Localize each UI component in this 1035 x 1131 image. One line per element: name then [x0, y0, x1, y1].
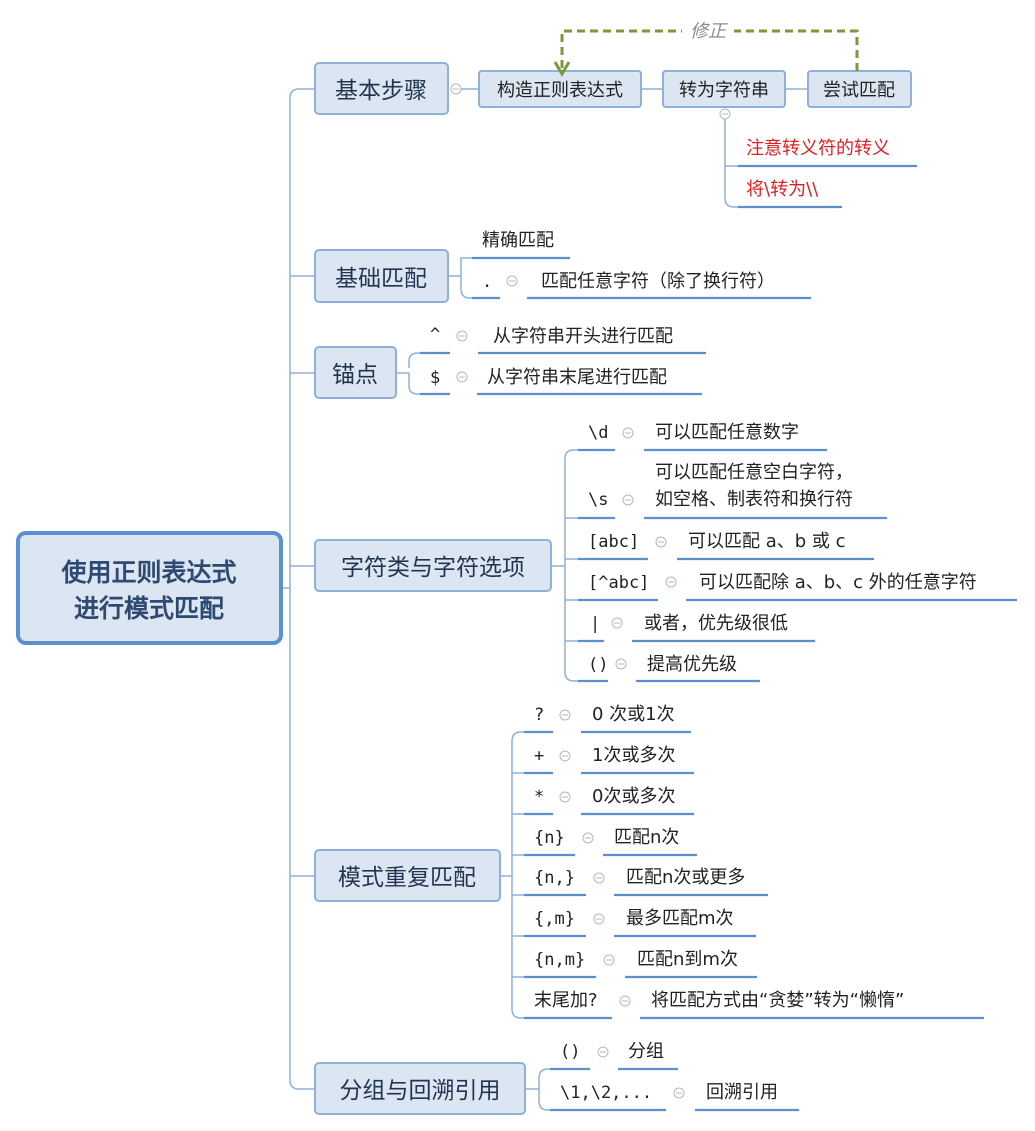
rep-at-most-m-desc: 最多匹配m次 — [626, 908, 734, 929]
class-abc-desc: 可以匹配 a、b 或 c — [688, 531, 846, 552]
collapse-toggle-icon[interactable] — [597, 1046, 609, 1058]
trunk-connectors — [282, 88, 315, 1090]
step-try-match-label: 尝试匹配 — [823, 80, 895, 101]
root-title-line1: 使用正则表达式 — [60, 558, 236, 587]
rep-optional-symbol: ? — [534, 705, 544, 725]
step-try-match[interactable]: 尝试匹配 — [807, 70, 912, 108]
class-or-symbol: | — [590, 614, 600, 634]
collapse-toggle-icon[interactable] — [673, 1087, 685, 1099]
collapse-toggle-icon[interactable] — [603, 954, 615, 966]
class-not-abc-symbol: [^abc] — [588, 573, 649, 593]
rep-n-to-m-symbol: {n,m} — [534, 950, 585, 970]
repetition-title: 模式重复匹配 — [338, 865, 476, 891]
group-paren-desc: 分组 — [628, 1041, 664, 1062]
collapse-toggle-icon[interactable] — [665, 576, 677, 588]
branch-basic-steps: 基本步骤 构造正则表达式 转为字符串 尝试匹配 修正 — [314, 18, 917, 209]
root-node[interactable]: 使用正则表达式 进行模式匹配 — [16, 531, 283, 645]
branch-repetition: 模式重复匹配 ? 0 次或1次 + 1次或多次 * 0次或多次 — [314, 704, 984, 1020]
collapse-toggle-icon[interactable] — [719, 108, 731, 120]
dot-symbol: . — [482, 272, 492, 292]
class-not-abc-desc: 可以匹配除 a、b、c 外的任意字符 — [699, 572, 977, 593]
rep-exact-n-desc: 匹配n次 — [614, 827, 679, 848]
char-classes-title: 字符类与字符选项 — [341, 555, 525, 581]
class-space-desc-line1: 可以匹配任意空白字符， — [655, 462, 853, 483]
basic-steps-node[interactable]: 基本步骤 — [314, 62, 449, 115]
step-to-string-label: 转为字符串 — [679, 80, 769, 101]
branch-basic-match: 基础匹配 精确匹配 . 匹配任意字符（除了换行符） — [314, 230, 811, 303]
rep-star-desc: 0次或多次 — [592, 786, 675, 807]
rep-exact-n-symbol: {n} — [534, 828, 565, 848]
collapse-toggle-icon[interactable] — [559, 791, 571, 803]
class-abc-symbol: [abc] — [588, 532, 639, 552]
repetition-node[interactable]: 模式重复匹配 — [314, 849, 501, 902]
note-escape-escape: 注意转义符的转义 — [746, 138, 890, 159]
collapse-toggle-icon[interactable] — [615, 658, 627, 670]
class-paren-desc: 提高优先级 — [647, 654, 737, 675]
branch-groups: 分组与回溯引用 () 分组 \1,\2,... 回溯引用 — [314, 1041, 799, 1115]
rep-optional-desc: 0 次或1次 — [592, 704, 675, 725]
class-paren-symbol: () — [588, 655, 608, 675]
rep-plus-desc: 1次或多次 — [592, 745, 675, 766]
collapse-toggle-icon[interactable] — [456, 371, 468, 383]
anchor-dollar-symbol: $ — [430, 368, 440, 388]
collapse-toggle-icon[interactable] — [593, 913, 605, 925]
note-backslash: 将\转为\\ — [746, 179, 819, 200]
correction-loop-arrow: 修正 — [553, 18, 859, 77]
collapse-toggle-icon[interactable] — [559, 709, 571, 721]
anchor-dollar-desc: 从字符串末尾进行匹配 — [487, 367, 667, 388]
step-construct-regex[interactable]: 构造正则表达式 — [478, 70, 642, 108]
step-to-string[interactable]: 转为字符串 — [662, 70, 786, 108]
char-classes-node[interactable]: 字符类与字符选项 — [314, 539, 552, 592]
group-paren-symbol: () — [560, 1042, 580, 1062]
collapse-toggle-icon[interactable] — [619, 995, 631, 1007]
rep-n-to-m-desc: 匹配n到m次 — [637, 949, 738, 970]
basic-match-node[interactable]: 基础匹配 — [314, 249, 449, 303]
rep-n-or-more-symbol: {n,} — [534, 868, 575, 888]
root-title-line2: 进行模式匹配 — [74, 594, 224, 623]
collapse-toggle-icon[interactable] — [593, 872, 605, 884]
class-space-symbol: \s — [588, 490, 608, 510]
rep-lazy-symbol: 末尾加? — [534, 990, 598, 1011]
collapse-toggle-icon[interactable] — [611, 617, 623, 629]
dot-description: 匹配任意字符（除了换行符） — [541, 271, 775, 292]
basic-match-title: 基础匹配 — [335, 266, 427, 292]
branch-anchors: 锚点 ^ 从字符串开头进行匹配 $ 从字符串末尾进行匹配 — [314, 325, 706, 399]
anchor-caret-symbol: ^ — [430, 325, 440, 345]
rep-plus-symbol: + — [534, 746, 544, 766]
collapse-toggle-icon[interactable] — [506, 275, 518, 287]
collapse-toggle-icon[interactable] — [456, 330, 468, 342]
rep-lazy-desc: 将匹配方式由“贪婪”转为“懒惰” — [651, 990, 904, 1011]
exact-match-label: 精确匹配 — [482, 230, 554, 251]
anchors-node[interactable]: 锚点 — [314, 346, 397, 399]
collapse-toggle-icon[interactable] — [450, 83, 462, 95]
backref-symbol: \1,\2,... — [560, 1083, 652, 1103]
backref-desc: 回溯引用 — [706, 1082, 778, 1103]
collapse-toggle-icon[interactable] — [655, 536, 667, 548]
branch-char-classes: 字符类与字符选项 \d 可以匹配任意数字 \s 可以匹配任意空白字符， 如空格、… — [314, 422, 1017, 683]
correction-label: 修正 — [690, 21, 728, 42]
class-or-desc: 或者，优先级很低 — [644, 613, 788, 634]
basic-steps-title: 基本步骤 — [335, 78, 427, 104]
groups-title: 分组与回溯引用 — [340, 1078, 501, 1104]
step-construct-label: 构造正则表达式 — [497, 80, 623, 101]
collapse-toggle-icon[interactable] — [582, 832, 594, 844]
class-digit-desc: 可以匹配任意数字 — [655, 422, 799, 443]
class-digit-symbol: \d — [588, 423, 608, 443]
collapse-toggle-icon[interactable] — [622, 494, 634, 506]
anchor-caret-desc: 从字符串开头进行匹配 — [493, 326, 673, 347]
collapse-toggle-icon[interactable] — [622, 427, 634, 439]
class-space-desc-line2: 如空格、制表符和换行符 — [655, 489, 853, 510]
anchors-title: 锚点 — [332, 362, 378, 388]
collapse-toggle-icon[interactable] — [559, 750, 571, 762]
groups-node[interactable]: 分组与回溯引用 — [314, 1062, 526, 1115]
rep-n-or-more-desc: 匹配n次或更多 — [626, 867, 745, 888]
rep-star-symbol: * — [534, 787, 544, 807]
rep-at-most-m-symbol: {,m} — [534, 909, 575, 929]
